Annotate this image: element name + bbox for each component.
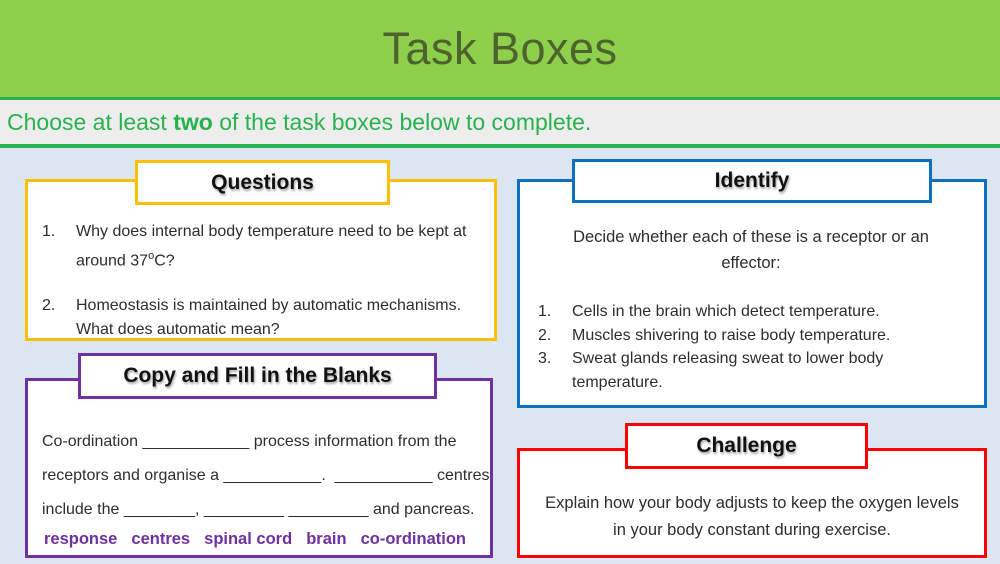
challenge-content: Explain how your body adjusts to keep th… [520,451,984,544]
question-item-2: 2. Homeostasis is maintained by automati… [36,294,478,342]
question-item-1-number: 1. [42,223,56,240]
identify-content: Decide whether each of these is a recept… [520,182,984,394]
instruction-bar: Choose at least two of the task boxes be… [0,100,1000,144]
header-divider-bottom [0,144,1000,148]
instruction-suffix: of the task boxes below to complete. [212,108,592,135]
challenge-title-label: Challenge [696,434,797,457]
instruction-bold-word: two [173,108,213,135]
identify-item-2-number: 2. [538,326,552,344]
question-item-1-text: Why does internal body temperature need … [76,220,478,273]
challenge-text: Explain how your body adjusts to keep th… [545,494,959,539]
questions-title-box: Questions [135,160,390,205]
word-bank-word-response: response [44,530,118,548]
question-item-1-text-main: Why does internal body temperature need … [76,223,467,270]
header: Task Boxes [0,0,1000,97]
identify-item-3-text: Sweat glands releasing sweat to lower bo… [572,350,884,391]
identify-item-2: 2. Muscles shivering to raise body tempe… [532,324,970,348]
word-bank: response centres spinal cord brain co-or… [42,530,480,549]
challenge-title-box: Challenge [625,423,868,469]
copy-fill-title-label: Copy and Fill in the Blanks [123,364,392,387]
copy-fill-box: Co-ordination ____________ process infor… [25,378,493,558]
questions-box: 1. Why does internal body temperature ne… [25,179,497,341]
task-board: 1. Why does internal body temperature ne… [0,148,1000,564]
identify-item-2-text: Muscles shivering to raise body temperat… [572,326,891,344]
identify-item-1-number: 1. [538,303,552,320]
fill-line-3: include the ________, _________ ________… [42,501,475,518]
identify-title-box: Identify [572,159,932,203]
page-title: Task Boxes [382,22,618,74]
header-divider-top [0,97,1000,100]
identify-item-1-text: Cells in the brain which detect temperat… [572,303,880,320]
question-item-1: 1. Why does internal body temperature ne… [36,220,478,273]
fill-line-1: Co-ordination ____________ process infor… [42,433,457,450]
questions-title-label: Questions [211,170,314,194]
identify-title-label: Identify [714,169,790,192]
fill-line-2: receptors and organise a ___________. __… [42,467,490,484]
instruction-prefix: Choose at least [7,108,174,135]
question-item-2-text: Homeostasis is maintained by automatic m… [76,297,462,339]
question-item-1-superscript: o [148,250,155,262]
question-item-1-text-end: C? [154,252,175,270]
identify-item-3: 3. Sweat glands releasing sweat to lower… [532,347,970,394]
questions-content: 1. Why does internal body temperature ne… [28,182,494,342]
copy-fill-title-box: Copy and Fill in the Blanks [78,353,437,399]
word-bank-word-co-ordination: co-ordination [360,530,466,548]
identify-item-1: 1. Cells in the brain which detect tempe… [532,300,970,324]
identify-box: Decide whether each of these is a recept… [517,179,987,408]
word-bank-word-spinal-cord: spinal cord [204,530,293,548]
identify-intro: Decide whether each of these is a recept… [573,228,929,272]
identify-item-3-number: 3. [538,350,552,367]
word-bank-word-brain: brain [306,530,347,548]
copy-fill-content: Co-ordination ____________ process infor… [28,381,490,549]
word-bank-word-centres: centres [131,530,191,548]
question-item-2-number: 2. [42,297,56,315]
